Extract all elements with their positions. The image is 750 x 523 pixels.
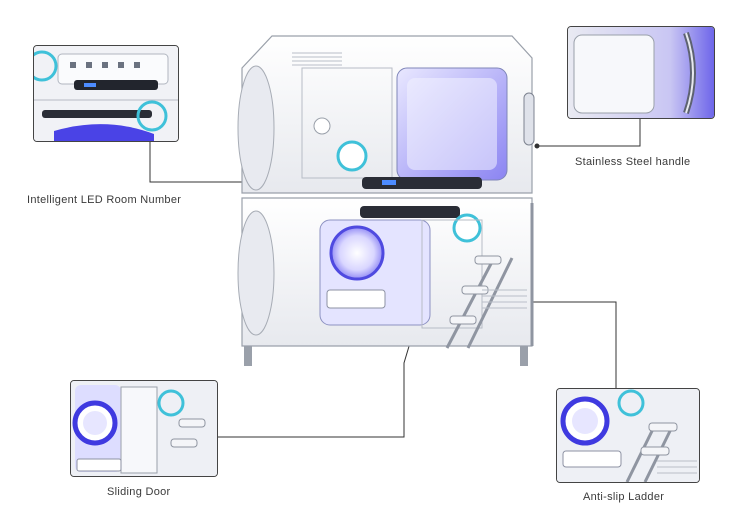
leader-line-handle (537, 115, 641, 147)
label-handle: Stainless Steel handle (575, 156, 691, 168)
label-sliding-door: Sliding Door (107, 486, 171, 498)
inset-led-panel (33, 45, 179, 142)
label-ladder: Anti-slip Ladder (583, 491, 665, 503)
inset-ladder (556, 388, 700, 483)
inset-handle (567, 26, 715, 119)
capsule-unit (237, 35, 535, 366)
label-led-room-number: Intelligent LED Room Number (27, 194, 182, 206)
inset-sliding-door (70, 380, 218, 477)
